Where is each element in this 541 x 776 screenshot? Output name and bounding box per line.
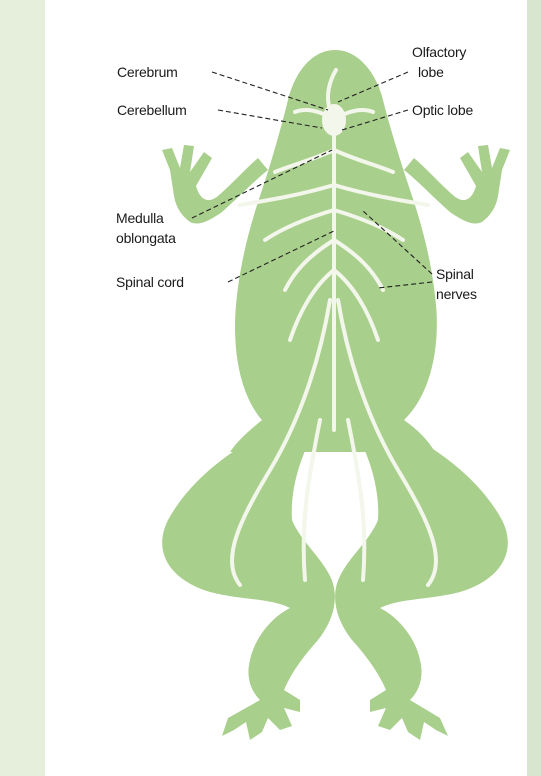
label-spinal-nerves-line1: Spinal	[436, 266, 474, 282]
label-cerebrum: Cerebrum	[117, 64, 178, 80]
label-spinal-nerves-line2: nerves	[436, 286, 477, 302]
label-olfactory-lobe-line1: Olfactory	[412, 44, 466, 60]
label-optic-lobe: Optic lobe	[412, 102, 473, 118]
label-spinal-cord: Spinal cord	[116, 274, 184, 290]
label-olfactory-lobe-line2: lobe	[418, 64, 444, 80]
label-cerebellum: Cerebellum	[117, 102, 187, 118]
label-medulla-line1: Medulla	[116, 210, 164, 226]
label-medulla-line2: oblongata	[116, 230, 176, 246]
frog-left-arm	[162, 145, 268, 224]
frog-right-leg	[335, 430, 508, 740]
frog-right-arm	[404, 145, 510, 224]
